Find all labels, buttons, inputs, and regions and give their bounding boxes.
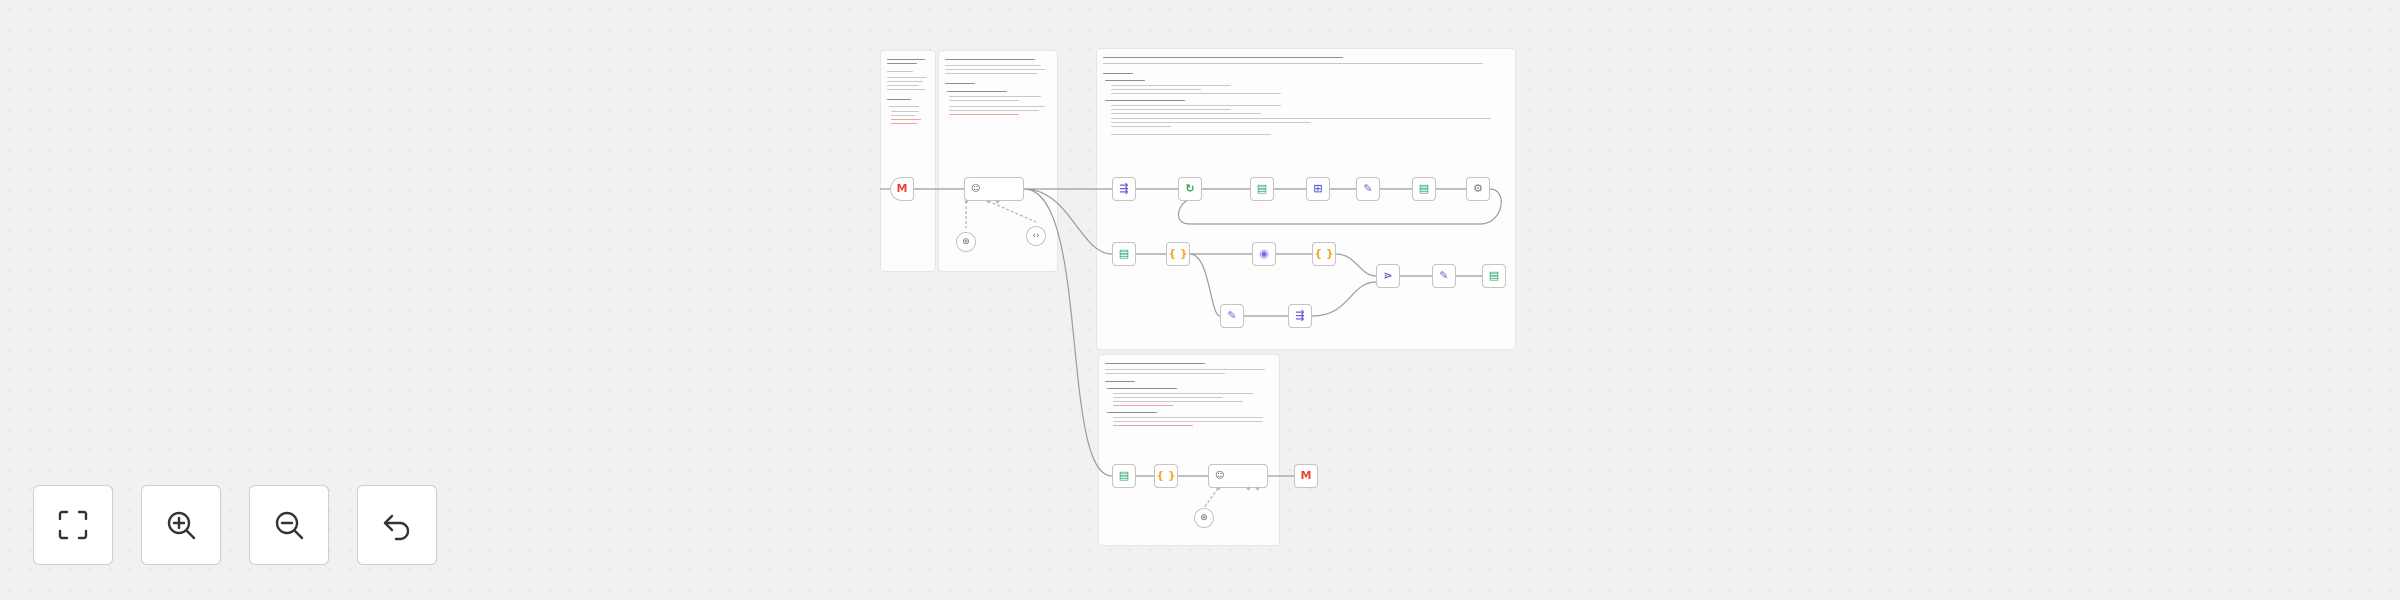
- ai-agent-node[interactable]: ☺: [964, 177, 1024, 201]
- zoom-out-button[interactable]: [249, 485, 329, 565]
- brain-icon: ⊛: [1200, 513, 1208, 523]
- sheets-node[interactable]: ▤: [1250, 177, 1274, 201]
- pencil-icon: ✎: [1363, 182, 1373, 195]
- http-request-node[interactable]: ◉: [1252, 242, 1276, 266]
- drive-node[interactable]: ⊞: [1306, 177, 1330, 201]
- gear-icon: ⚙: [1473, 182, 1483, 195]
- globe-icon: ◉: [1259, 247, 1269, 260]
- zoom-in-button[interactable]: [141, 485, 221, 565]
- robot-icon: ☺: [1215, 471, 1225, 481]
- sheets-node[interactable]: ▤: [1112, 464, 1136, 488]
- braces-icon: { }: [1314, 247, 1334, 260]
- merge-icon: ⋗: [1383, 269, 1393, 282]
- if-node[interactable]: ⇶: [1112, 177, 1136, 201]
- sticky-note[interactable]: [1098, 354, 1280, 546]
- chat-model-node[interactable]: ⊛: [956, 232, 976, 252]
- sheets-icon: ▤: [1418, 182, 1430, 195]
- brain-icon: ⊛: [962, 237, 970, 247]
- sheets-node[interactable]: ▤: [1412, 177, 1436, 201]
- wait-node[interactable]: ⚙: [1466, 177, 1490, 201]
- merge-node[interactable]: ⋗: [1376, 264, 1400, 288]
- sheets-icon: ▤: [1488, 269, 1500, 282]
- output-parser-node[interactable]: ‹›: [1026, 226, 1046, 246]
- loop-icon: ↻: [1185, 182, 1195, 195]
- gmail-trigger-node[interactable]: M: [890, 177, 914, 201]
- fit-view-icon: [58, 510, 88, 540]
- edit-fields-node[interactable]: ✎: [1356, 177, 1380, 201]
- braces-icon: { }: [1156, 469, 1176, 482]
- filter-icon: ⇶: [1119, 182, 1129, 195]
- fit-view-button[interactable]: [33, 485, 113, 565]
- sheets-icon: ▤: [1118, 469, 1130, 482]
- pencil-icon: ✎: [1227, 309, 1237, 322]
- sheets-icon: ▤: [1256, 182, 1268, 195]
- sheets-node[interactable]: ▤: [1112, 242, 1136, 266]
- zoom-in-icon: [167, 511, 196, 540]
- reset-zoom-button[interactable]: [357, 485, 437, 565]
- sheets-node[interactable]: ▤: [1482, 264, 1506, 288]
- code-icon: ‹›: [1032, 231, 1040, 241]
- code-node[interactable]: { }: [1166, 242, 1190, 266]
- edit-fields-node[interactable]: ✎: [1220, 304, 1244, 328]
- loop-node[interactable]: ↻: [1178, 177, 1202, 201]
- braces-icon: { }: [1168, 247, 1188, 260]
- ai-agent-node[interactable]: ☺: [1208, 464, 1268, 488]
- zoom-out-icon: [275, 511, 304, 540]
- sticky-note[interactable]: [880, 50, 936, 272]
- code-node[interactable]: { }: [1154, 464, 1178, 488]
- code-node[interactable]: { }: [1312, 242, 1336, 266]
- sheets-icon: ▤: [1118, 247, 1130, 260]
- filter-icon: ⇶: [1295, 309, 1305, 322]
- pencil-icon: ✎: [1439, 269, 1449, 282]
- gmail-icon: M: [1300, 469, 1312, 482]
- edit-fields-node[interactable]: ✎: [1432, 264, 1456, 288]
- gmail-icon: M: [896, 182, 908, 195]
- gmail-send-node[interactable]: M: [1294, 464, 1318, 488]
- chat-model-node[interactable]: ⊛: [1194, 508, 1214, 528]
- robot-icon: ☺: [971, 184, 981, 194]
- if-node[interactable]: ⇶: [1288, 304, 1312, 328]
- undo-icon: [383, 514, 410, 541]
- grid-icon: ⊞: [1313, 182, 1323, 195]
